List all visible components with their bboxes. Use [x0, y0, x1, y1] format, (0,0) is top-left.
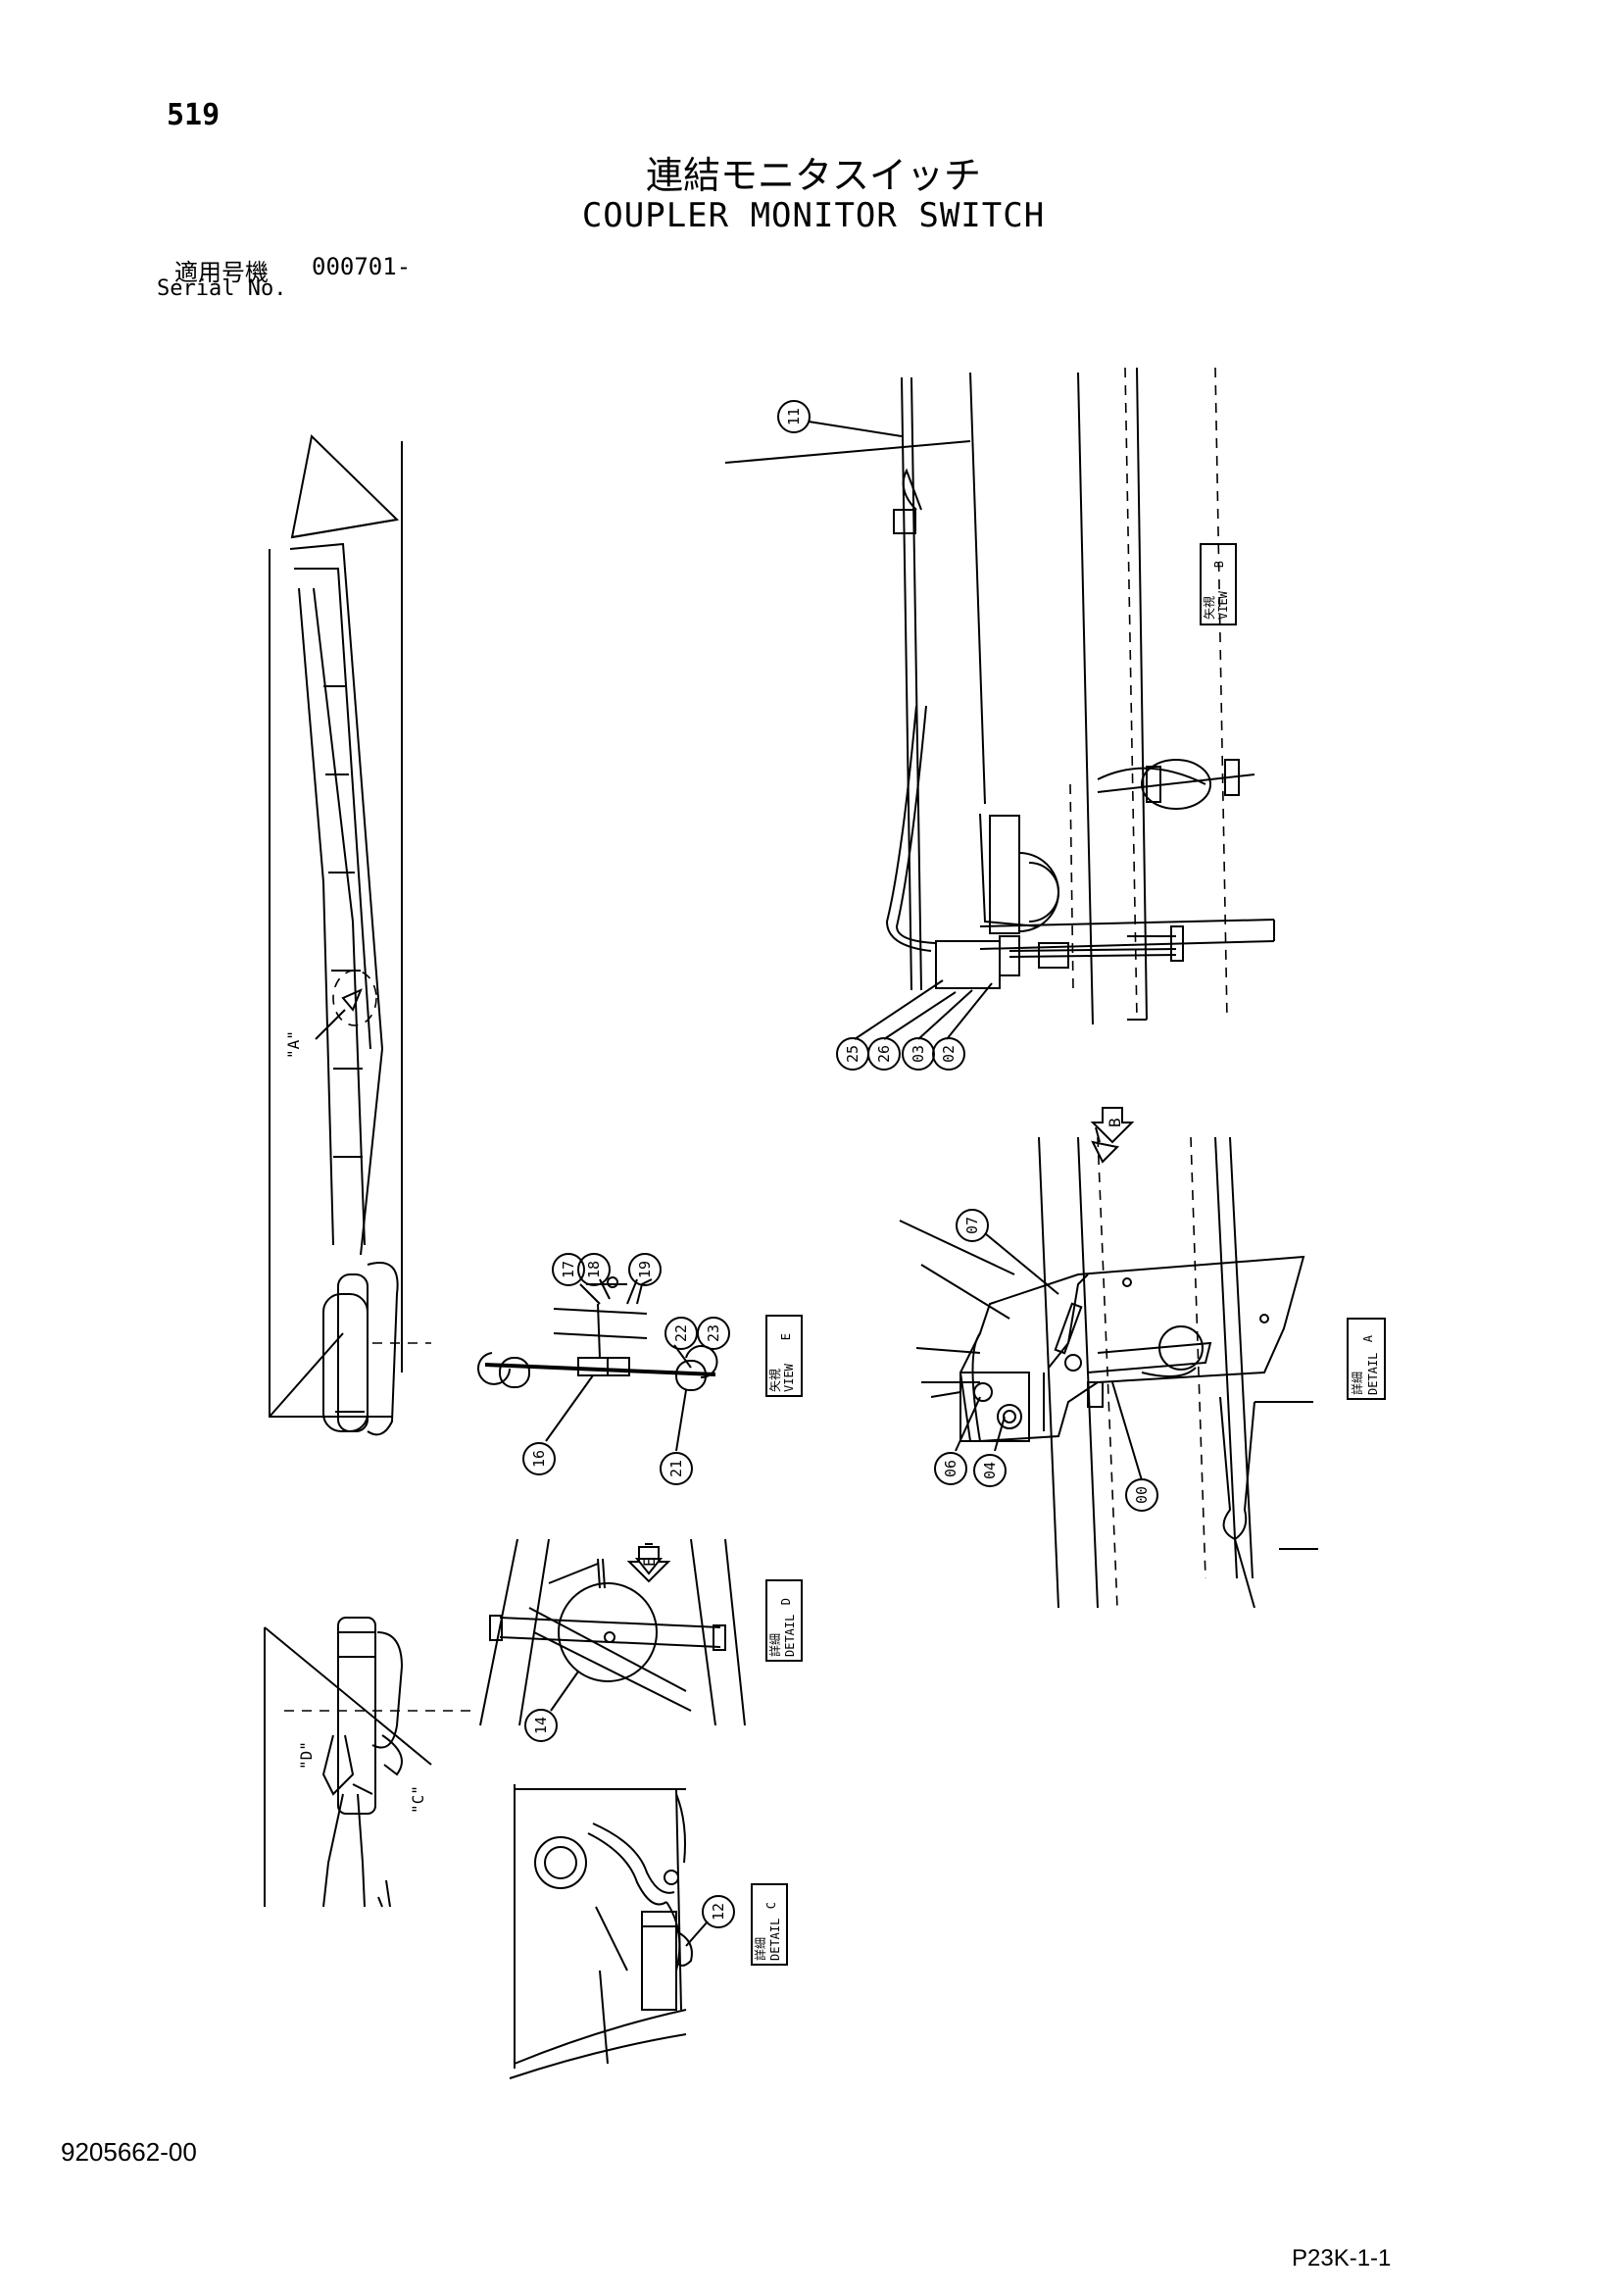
boom-overview: "A" — [269, 433, 431, 1436]
callout-25: 25 — [836, 1037, 869, 1071]
detail-a-callouts: 07 06 04 00 — [934, 1209, 1158, 1512]
svg-text:18: 18 — [585, 1261, 603, 1278]
callout-12: 12 — [702, 1895, 735, 1928]
callout-02: 02 — [932, 1037, 965, 1071]
svg-text:"A": "A" — [284, 1030, 303, 1059]
callout-03: 03 — [902, 1037, 935, 1071]
svg-text:06: 06 — [942, 1460, 959, 1477]
svg-text:DETAIL: DETAIL — [1366, 1353, 1380, 1395]
view-arrow-e: E — [626, 1546, 671, 1583]
svg-text:00: 00 — [1133, 1486, 1151, 1504]
callout-17: 17 — [552, 1253, 585, 1286]
callout-00: 00 — [1125, 1478, 1158, 1512]
view-e-callouts: 17 18 19 22 23 16 21 — [522, 1253, 730, 1485]
detail-c-callouts: 12 — [685, 1895, 735, 1947]
arm-lower-overview: "D" "C" — [264, 1617, 470, 1908]
svg-text:VIEW: VIEW — [782, 1363, 796, 1392]
callout-23: 23 — [697, 1317, 730, 1350]
callout-19: 19 — [628, 1253, 662, 1286]
title-english: COUPLER MONITOR SWITCH — [581, 196, 1046, 235]
arrow-label-c: "C" — [409, 1785, 427, 1814]
svg-text:B: B — [1106, 1118, 1124, 1127]
callout-11: 11 — [777, 400, 811, 433]
svg-text:07: 07 — [963, 1217, 981, 1234]
view-b-callouts: 11 25 26 03 02 — [777, 400, 993, 1071]
view-b-label: B 矢視 VIEW — [1200, 543, 1237, 625]
arrow-label-a: "A" — [284, 1030, 303, 1059]
svg-text:17: 17 — [560, 1261, 577, 1278]
arrow-label-d: "D" — [297, 1741, 316, 1770]
serial-label-english: Serial No. — [157, 276, 287, 301]
svg-text:26: 26 — [875, 1045, 893, 1063]
svg-text:詳細: 詳細 — [767, 1633, 782, 1657]
callout-16: 16 — [522, 1442, 556, 1475]
view-b-drawing — [724, 367, 1275, 1025]
svg-text:DETAIL: DETAIL — [783, 1615, 797, 1657]
svg-text:25: 25 — [844, 1045, 861, 1063]
detail-a-drawing — [899, 1126, 1318, 1609]
svg-text:21: 21 — [667, 1460, 685, 1477]
callout-04: 04 — [973, 1454, 1007, 1487]
svg-text:C: C — [764, 1902, 778, 1909]
document-number: 9205662-00 — [61, 2137, 197, 2167]
svg-text:D: D — [779, 1598, 793, 1605]
svg-text:B: B — [1212, 561, 1226, 568]
serial-label-japanese: 適用号機 — [174, 259, 269, 286]
svg-text:23: 23 — [705, 1324, 722, 1342]
svg-text:詳細: 詳細 — [753, 1937, 767, 1961]
callout-26: 26 — [867, 1037, 901, 1071]
callout-22: 22 — [664, 1317, 698, 1350]
callout-14: 14 — [524, 1709, 558, 1742]
svg-text:03: 03 — [910, 1045, 927, 1063]
detail-d-label: D 詳細 DETAIL — [765, 1579, 803, 1662]
detail-a-label: A 詳細 DETAIL — [1347, 1318, 1386, 1400]
svg-text:04: 04 — [981, 1462, 999, 1479]
svg-text:矢視: 矢視 — [1202, 596, 1216, 620]
svg-text:VIEW: VIEW — [1216, 590, 1230, 620]
svg-text:矢視: 矢視 — [767, 1369, 782, 1392]
svg-text:12: 12 — [710, 1903, 727, 1921]
svg-text:14: 14 — [532, 1717, 550, 1734]
svg-text:"C": "C" — [409, 1785, 427, 1814]
detail-c-label: C 詳細 DETAIL — [751, 1883, 788, 1966]
svg-text:詳細: 詳細 — [1350, 1372, 1364, 1395]
svg-text:E: E — [640, 1557, 659, 1567]
svg-text:19: 19 — [636, 1261, 654, 1278]
callout-21: 21 — [660, 1452, 693, 1485]
svg-text:16: 16 — [530, 1450, 548, 1468]
view-e-drawing — [477, 1276, 718, 1391]
svg-text:"D": "D" — [297, 1741, 316, 1770]
page-number: 519 — [167, 98, 221, 132]
svg-text:E: E — [779, 1333, 793, 1340]
svg-text:DETAIL: DETAIL — [768, 1919, 782, 1961]
detail-d-callouts: 14 — [524, 1671, 579, 1742]
svg-text:11: 11 — [785, 408, 803, 425]
detail-d-drawing — [479, 1538, 746, 1726]
callout-07: 07 — [956, 1209, 989, 1242]
page-code: P23K-1-1 — [1292, 2245, 1392, 2271]
svg-text:A: A — [1361, 1334, 1375, 1342]
view-e-label: E 矢視 VIEW — [765, 1315, 803, 1397]
detail-c-drawing — [509, 1784, 693, 2079]
serial-range: 000701- — [312, 253, 412, 280]
callout-06: 06 — [934, 1452, 967, 1485]
callout-18: 18 — [577, 1253, 611, 1286]
svg-text:02: 02 — [940, 1045, 958, 1063]
title-japanese: 連結モニタスイッチ — [645, 154, 981, 197]
svg-text:22: 22 — [672, 1324, 690, 1342]
view-arrow-b: B — [1090, 1107, 1135, 1144]
